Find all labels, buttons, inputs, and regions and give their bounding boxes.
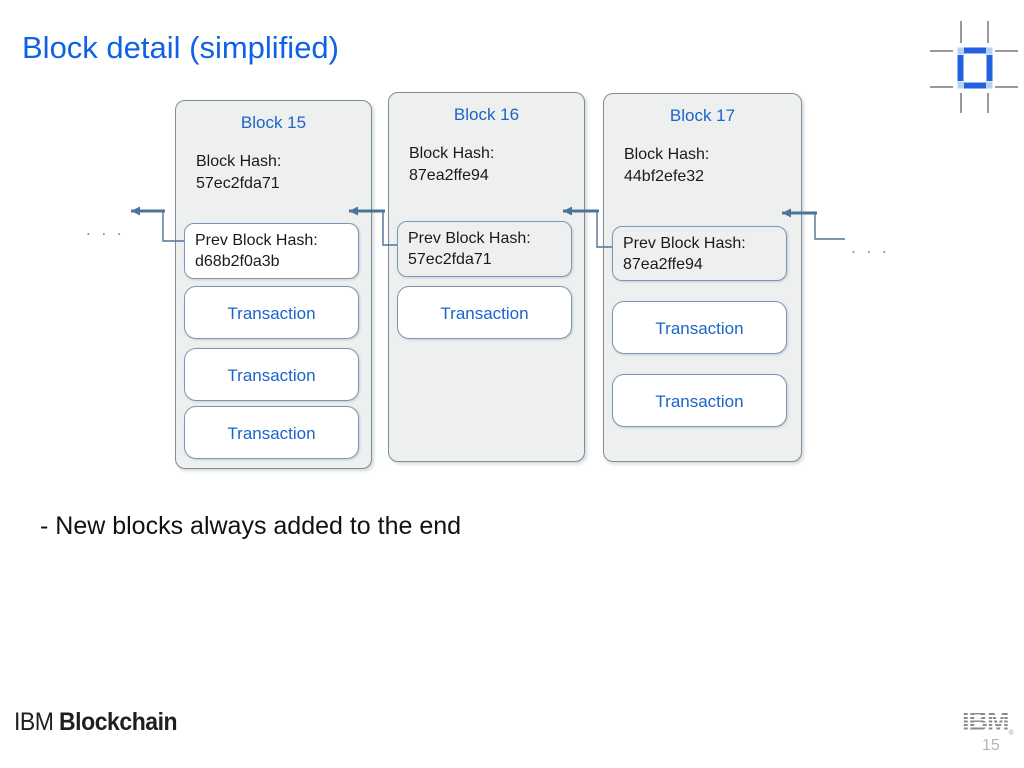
block-hash-value: 57ec2fda71 bbox=[196, 175, 280, 192]
bullet-text: - New blocks always added to the end bbox=[40, 512, 462, 540]
prev-hash-value: 57ec2fda71 bbox=[408, 251, 492, 268]
prev-block-hash-box: Prev Block Hash: d68b2f0a3b bbox=[184, 223, 359, 279]
block-hash-value: 87ea2ffe94 bbox=[409, 167, 489, 184]
ellipsis-right: . . . bbox=[851, 238, 890, 257]
transaction-box: Transaction bbox=[184, 348, 359, 401]
connector-thin bbox=[814, 213, 845, 240]
registered-trademark: ® bbox=[1008, 730, 1014, 737]
prev-hash-value: d68b2f0a3b bbox=[195, 253, 280, 270]
ellipsis-left: . . . bbox=[86, 220, 125, 239]
grid-crosshair-icon bbox=[930, 21, 1018, 113]
transaction-box: Transaction bbox=[612, 374, 787, 427]
block-title: Block 15 bbox=[240, 113, 307, 132]
prev-hash-label: Prev Block Hash: bbox=[195, 232, 318, 249]
block-title: Block 17 bbox=[669, 106, 736, 125]
prev-hash-label: Prev Block Hash: bbox=[408, 230, 531, 247]
block-hash: Block Hash: 57ec2fda71 bbox=[196, 151, 281, 195]
transaction-box: Transaction bbox=[184, 406, 359, 459]
page-number: 15 bbox=[982, 737, 1000, 754]
ibm-8bar-logo-text: IBM bbox=[962, 706, 1009, 736]
transaction-box: Transaction bbox=[184, 286, 359, 339]
block-15: Block 15 Block Hash: 57ec2fda71 Prev Blo… bbox=[175, 100, 372, 469]
transaction-box: Transaction bbox=[397, 286, 572, 339]
block-17: Block 17 Block Hash: 44bf2efe32 Prev Blo… bbox=[603, 93, 802, 462]
prev-hash-label: Prev Block Hash: bbox=[623, 235, 746, 252]
brand-product-text: Blockchain bbox=[59, 708, 178, 736]
brand-ibm-text: IBM bbox=[14, 708, 54, 736]
prev-block-hash-box: Prev Block Hash: 57ec2fda71 bbox=[397, 221, 572, 277]
block-hash-label: Block Hash: bbox=[409, 145, 495, 162]
block-16: Block 16 Block Hash: 87ea2ffe94 Prev Blo… bbox=[388, 92, 585, 462]
block-hash-label: Block Hash: bbox=[196, 153, 282, 170]
block-hash-value: 44bf2efe32 bbox=[624, 168, 705, 185]
page-title: Block detail (simplified) bbox=[22, 30, 339, 65]
ibm-8bar-logo: IBM® bbox=[962, 706, 1014, 737]
block-hash: Block Hash: 44bf2efe32 bbox=[624, 144, 709, 188]
prev-block-hash-box: Prev Block Hash: 87ea2ffe94 bbox=[612, 226, 787, 281]
transaction-box: Transaction bbox=[612, 301, 787, 354]
block-title: Block 16 bbox=[453, 105, 520, 124]
block-hash-label: Block Hash: bbox=[624, 146, 710, 163]
block-hash: Block Hash: 87ea2ffe94 bbox=[409, 143, 494, 187]
prev-hash-value: 87ea2ffe94 bbox=[623, 256, 703, 273]
